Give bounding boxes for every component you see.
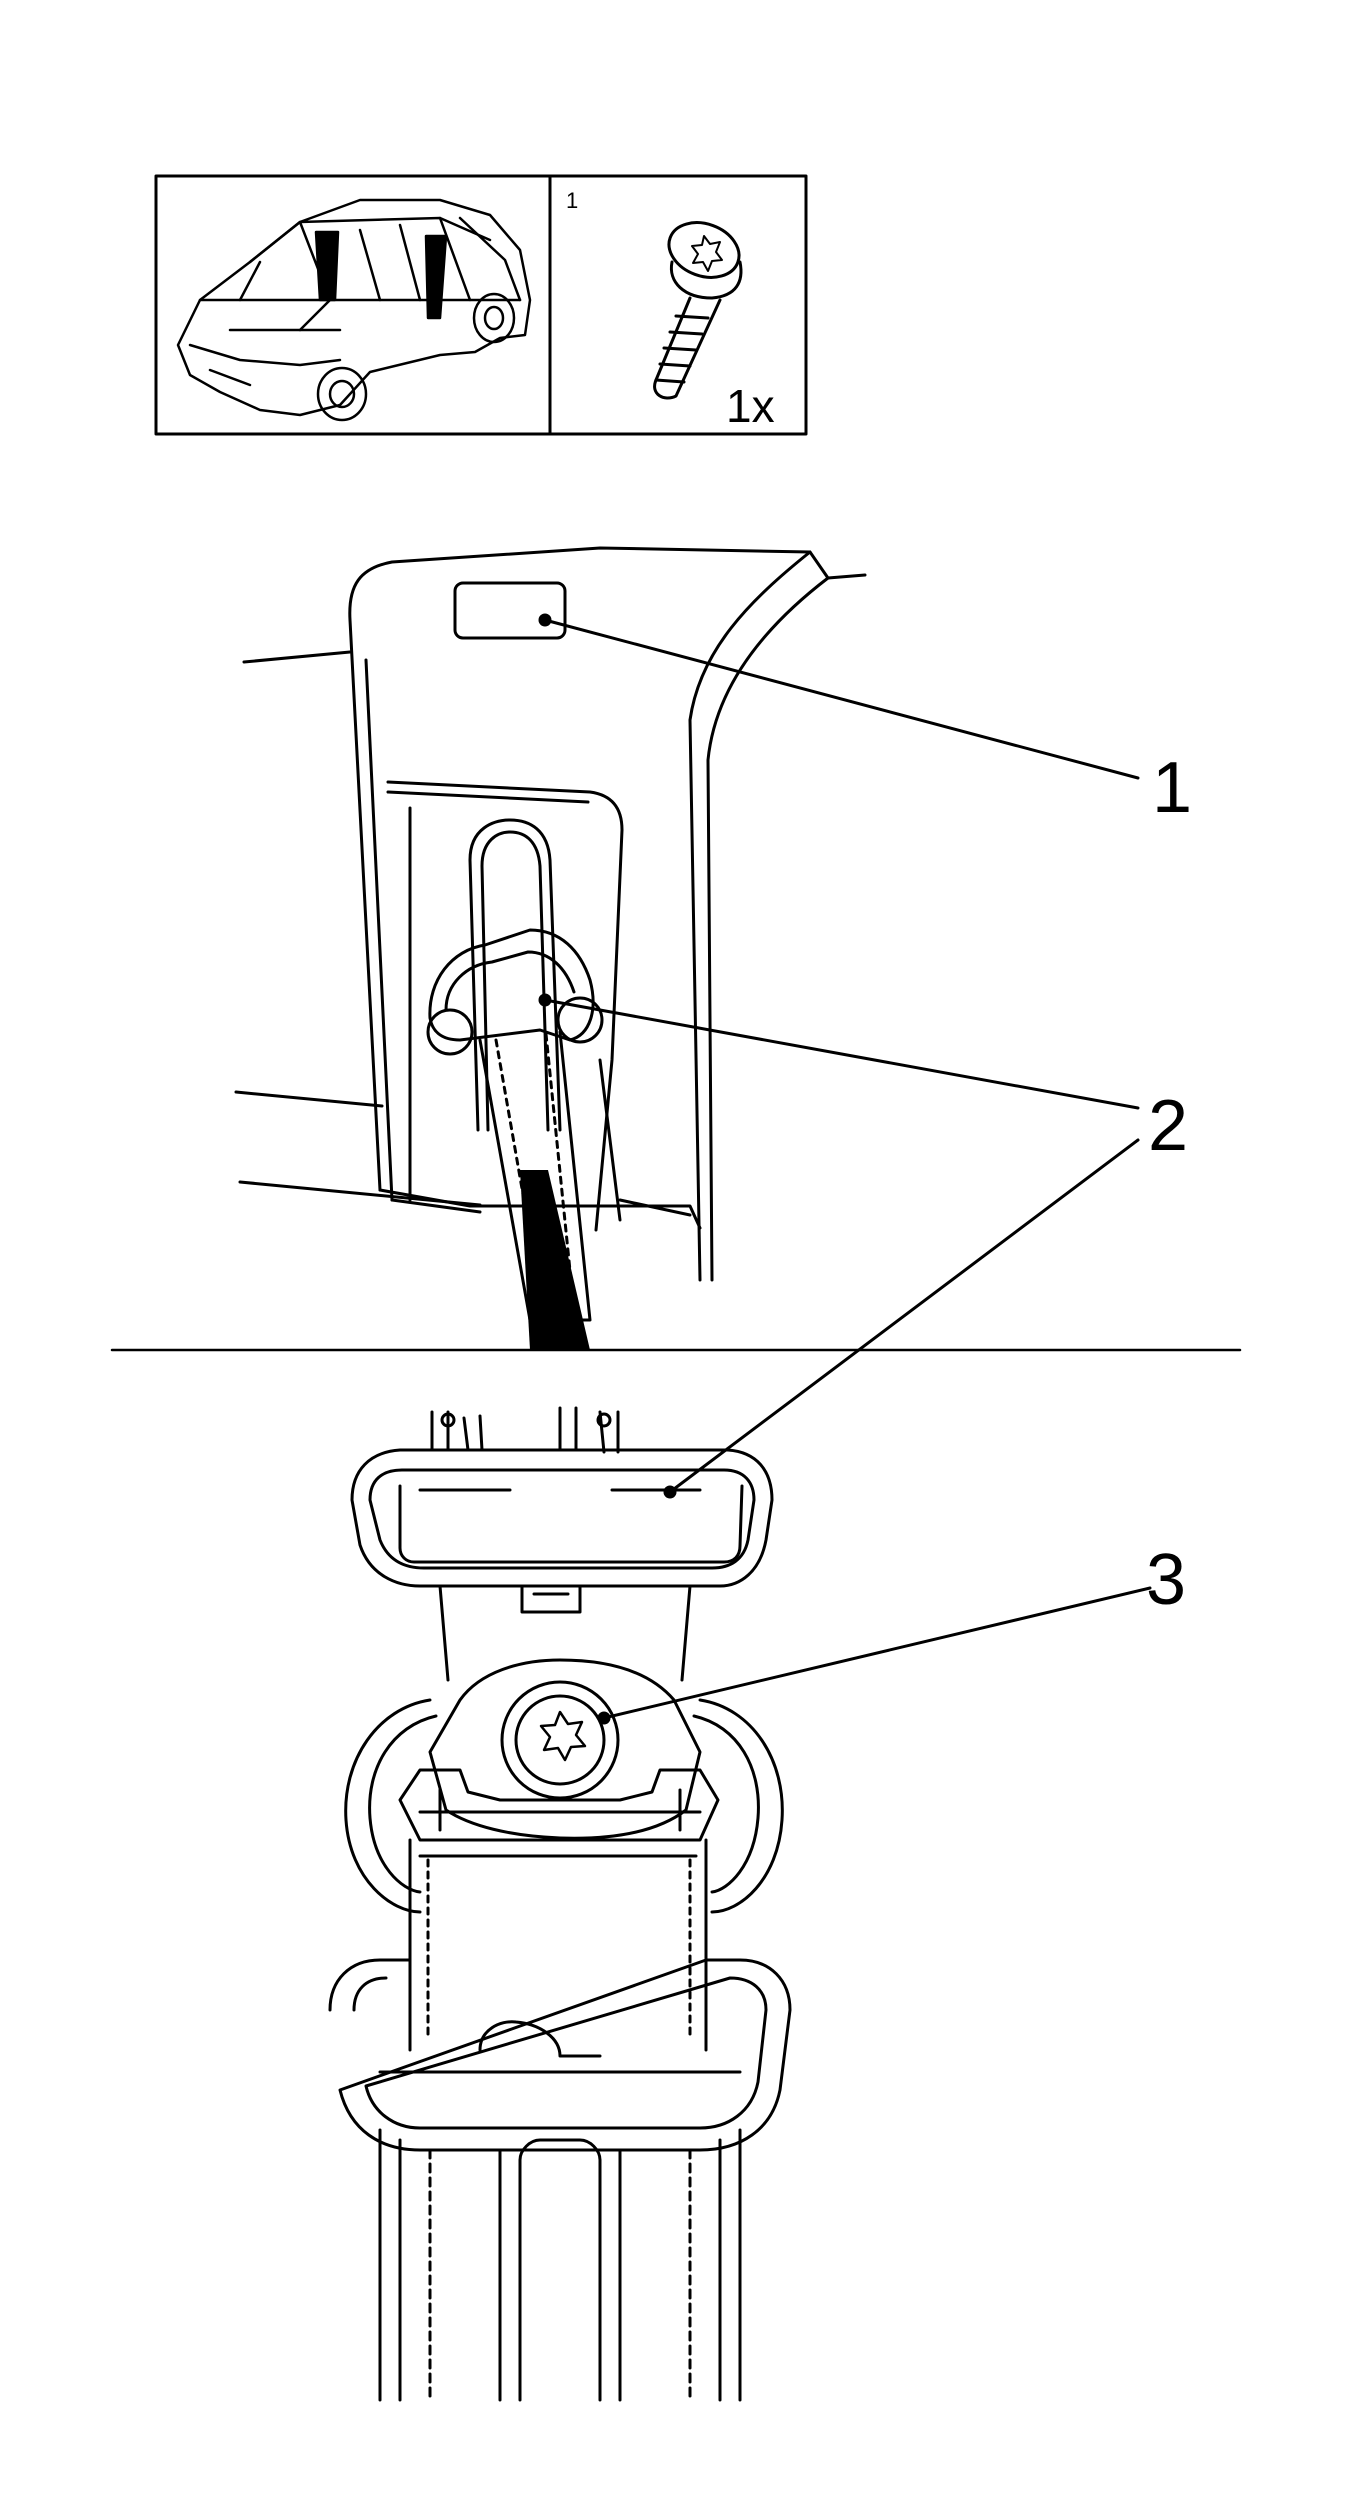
callout-1: 1 [1152, 748, 1192, 828]
belt-webbing-lower [408, 1838, 708, 2052]
height-adjuster-view [328, 1406, 792, 2402]
belt-upper-guide [428, 928, 595, 1042]
mounting-bolt [500, 1680, 620, 1800]
torx-bolt-icon [653, 221, 743, 400]
adjuster-plate [428, 1658, 702, 1840]
trim-access-cap [453, 581, 567, 640]
b-pillar-view [234, 546, 867, 1350]
parts-info-box: 1 1x [154, 174, 808, 436]
vehicle-overview-icon [176, 198, 532, 422]
pillar-trim-outline [348, 546, 830, 1192]
belt-guide-slot [468, 818, 562, 1132]
adjuster-rail [378, 2128, 742, 2402]
quantity-label: 1x [726, 380, 775, 432]
belt-guide-clip [350, 1448, 774, 1588]
callout-2: 2 [1148, 1086, 1188, 1166]
leader-2b [668, 1138, 1140, 1494]
parts-index-label: 1 [566, 188, 578, 213]
leader-1 [543, 618, 1140, 780]
slide-housing [328, 1958, 792, 2152]
callout-3: 3 [1146, 1540, 1186, 1620]
leader-2a [543, 998, 1140, 1110]
leader-3 [602, 1586, 1152, 1720]
parts-box-frame [154, 174, 808, 436]
callout-leaders [538, 613, 1152, 1725]
